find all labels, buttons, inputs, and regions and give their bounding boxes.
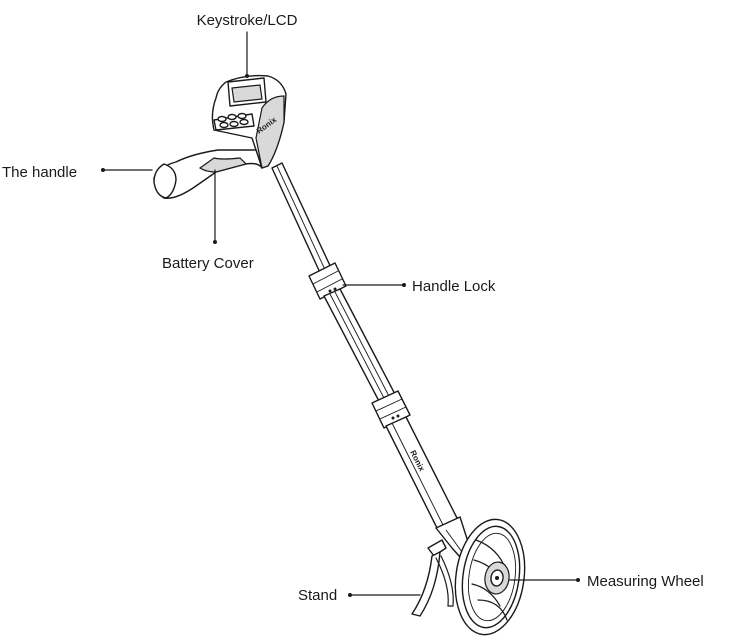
label-battery-cover: Battery Cover xyxy=(162,255,254,272)
label-stand: Stand xyxy=(298,587,337,604)
middle-shaft xyxy=(323,288,398,406)
keypad xyxy=(213,112,255,131)
label-handle-lock: Handle Lock xyxy=(412,278,496,295)
lower-shaft: Ronix xyxy=(385,416,459,531)
measuring-wheel xyxy=(454,518,526,636)
label-measuring-wheel: Measuring Wheel xyxy=(587,573,704,590)
upper-shaft xyxy=(271,162,334,278)
lcd-screen xyxy=(227,77,267,107)
handle-head-assembly xyxy=(153,74,287,199)
leader-lines xyxy=(101,31,580,597)
label-keystroke-lcd: Keystroke/LCD xyxy=(197,12,298,29)
stand xyxy=(411,539,454,617)
label-the-handle: The handle xyxy=(2,164,77,181)
